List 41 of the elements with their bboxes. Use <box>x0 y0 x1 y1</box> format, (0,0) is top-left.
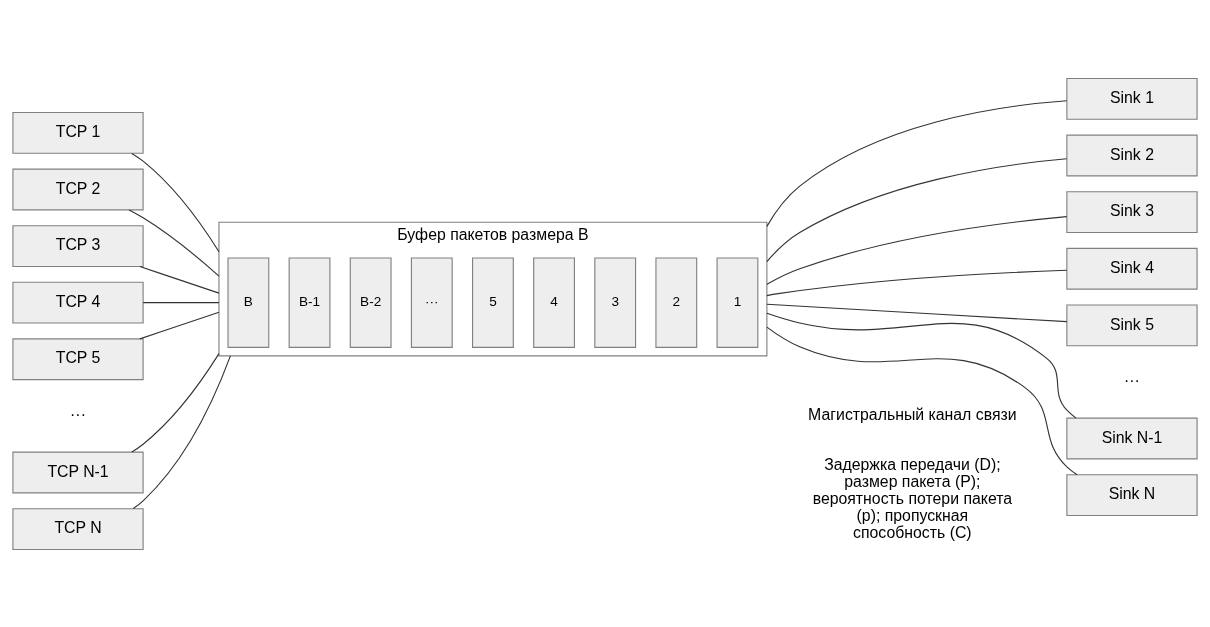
node-box: 2 <box>655 256 698 348</box>
node-box: Sink 2 <box>1066 134 1198 176</box>
node-box: TCP 4 <box>12 281 144 324</box>
node-box: ··· <box>410 256 453 348</box>
node-box: 1 <box>716 256 759 348</box>
connector <box>139 311 220 339</box>
connector <box>766 157 1068 262</box>
node-box: Sink N-1 <box>1066 417 1198 459</box>
node-box: Sink 5 <box>1066 303 1198 346</box>
connector <box>139 265 220 294</box>
connector <box>142 301 220 303</box>
node-box: Sink 3 <box>1066 190 1198 233</box>
node-box: TCP 3 <box>12 224 144 267</box>
node-box: 4 <box>533 256 575 348</box>
node-box: TCP N <box>12 507 144 550</box>
connector <box>766 312 1077 419</box>
node-box: B <box>227 256 270 348</box>
node-box: B-2 <box>349 256 392 348</box>
node-box: 5 <box>472 256 514 348</box>
label: Задержка передачи (D); размер пакета (P); вероятность потери пакета (p); пропускная способность (C) <box>812 455 1013 541</box>
node-box: Sink 4 <box>1066 247 1198 290</box>
connector <box>766 326 1078 475</box>
node-box: TCP 5 <box>12 337 144 380</box>
label: Магистральный канал связи <box>808 405 1017 423</box>
connector <box>766 215 1068 285</box>
node-box: TCP 2 <box>12 168 144 210</box>
connector <box>131 352 220 453</box>
connector <box>766 303 1068 322</box>
node-box: Sink N <box>1066 473 1198 516</box>
node-box: Sink 1 <box>1066 77 1198 120</box>
connector <box>766 99 1068 227</box>
node-box: 3 <box>594 256 637 348</box>
connector <box>128 208 220 277</box>
node-box: TCP 1 <box>12 111 144 154</box>
node-box: B-1 <box>288 256 331 348</box>
connector <box>766 269 1068 296</box>
connector <box>132 354 231 509</box>
label: ··· <box>70 405 86 423</box>
connector <box>131 152 220 252</box>
label: ··· <box>1124 371 1140 389</box>
node-box: TCP N-1 <box>12 451 144 493</box>
